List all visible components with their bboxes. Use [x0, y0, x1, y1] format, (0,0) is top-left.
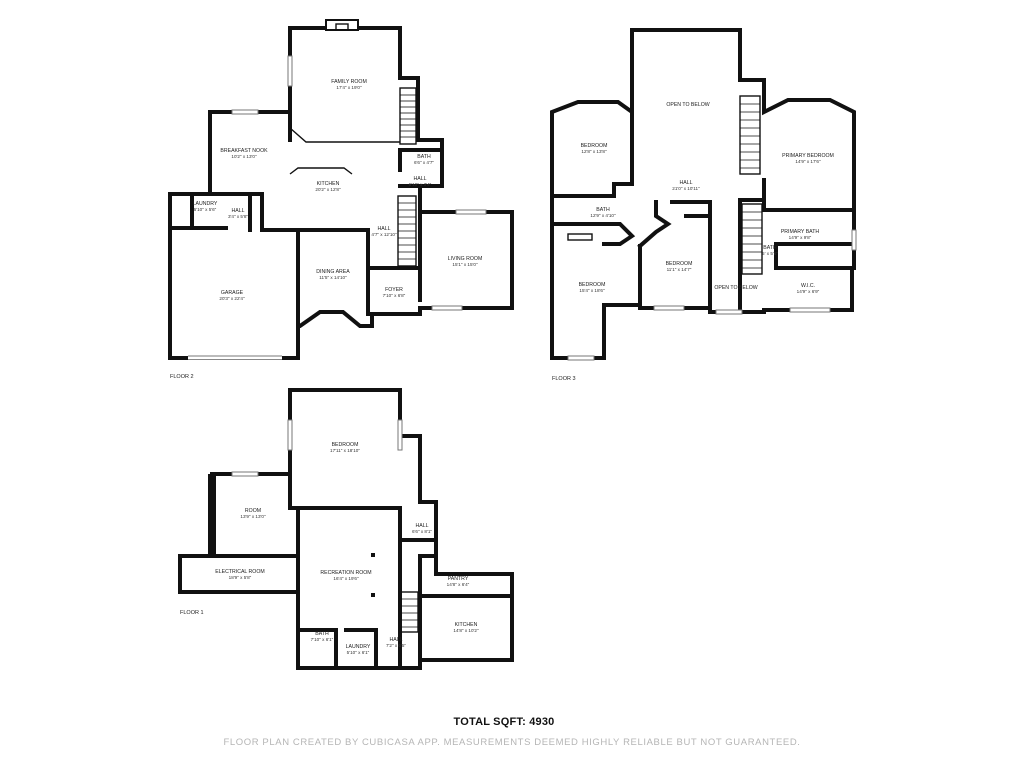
room-dims: 5'10" x 6'1" — [347, 650, 370, 655]
room-name: PANTRY — [448, 576, 469, 582]
room-dims: 11'1" x 14'7" — [667, 267, 692, 272]
room-name: BATH — [763, 245, 777, 251]
room-name: LIVING ROOM — [448, 256, 483, 262]
room-name: RECREATION ROOM — [320, 570, 371, 576]
room-name: BEDROOM — [579, 282, 606, 288]
room-dims: 11'5" x 14'10" — [319, 275, 347, 280]
total-sqft: TOTAL SQFT: 4930 — [453, 716, 555, 728]
room-dims: 6'10" x 5'6" — [194, 207, 217, 212]
room-dims: 10'2" x 13'0" — [231, 154, 257, 159]
room-dims: 12'8" x 13'8" — [581, 149, 607, 154]
room-name: OPEN TO BELOW — [666, 102, 709, 108]
room-dims: 7'10" x 6'1" — [311, 637, 334, 642]
room-dims: 12'9" x 4'10" — [590, 213, 616, 218]
room-name: BREAKFAST NOOK — [220, 148, 268, 154]
floor-3-plan: FLOOR 3 OPEN TO BELOW BEDROOM 12'8" x 13… — [550, 28, 857, 382]
room-name: BATH — [596, 207, 610, 213]
room-dims: 7'2" x 6'5" — [386, 643, 406, 648]
room-name: ELECTRICAL ROOM — [215, 569, 264, 575]
room-dims: 20'2" x 12'8" — [315, 187, 341, 192]
disclaimer-text: FLOOR PLAN CREATED BY CUBICASA APP. MEAS… — [223, 737, 801, 748]
room-name: KITCHEN — [317, 181, 340, 187]
room-dims: 14'8" x 10'2" — [453, 628, 479, 633]
room-dims: 13'9" x 13'0" — [240, 514, 266, 519]
room-name: FAMILY ROOM — [331, 79, 367, 85]
room-dims: 6'6" x 4'7" — [414, 160, 434, 165]
room-dims: 7'10" x 6'8" — [383, 293, 406, 298]
room-dims: 14'9" x 9'8" — [789, 235, 812, 240]
floor-2-label: FLOOR 2 — [170, 374, 194, 380]
room-name: OPEN TO BELOW — [714, 285, 757, 291]
room-dims: 6'10" x 3'4" — [409, 182, 432, 187]
room-dims: 6'6" x 8'1" — [412, 529, 432, 534]
room-dims: 14'8" x 6'4" — [447, 582, 470, 587]
stairs-3 — [739, 95, 761, 175]
room-name: KITCHEN — [455, 622, 478, 628]
room-dims: 21'0" x 10'11" — [672, 186, 700, 191]
room-name: BATH — [315, 631, 329, 637]
room-dims: 17'4" x 19'0" — [336, 85, 362, 90]
room-dims: 16'4" x 19'6" — [333, 576, 359, 581]
room-dims: 20'3" x 22'4" — [219, 296, 245, 301]
room-name: HALL — [416, 523, 429, 529]
room-name: HALL — [414, 176, 427, 182]
room-dims: 15'4" x 18'6" — [579, 288, 605, 293]
room-name: GARAGE — [221, 290, 244, 296]
room-dims: 14'9" x 6'9" — [797, 289, 820, 294]
room-name: HALL — [390, 637, 403, 643]
room-name: BEDROOM — [666, 261, 693, 267]
room-dims: 18'9" x 5'8" — [229, 575, 252, 580]
room-name: BATH — [417, 154, 431, 160]
room-name: BEDROOM — [332, 442, 359, 448]
room-name: DINING AREA — [316, 269, 350, 275]
room-name: ROOM — [245, 508, 261, 514]
room-name: FOYER — [385, 287, 403, 293]
room-dims: 14'9" x 17'6" — [795, 159, 821, 164]
stairs-5 — [399, 591, 419, 633]
room-name: LAUNDRY — [193, 201, 218, 207]
room-dims: 5' x 5'6" — [762, 251, 778, 256]
room-name: LAUNDRY — [346, 644, 371, 650]
room-name: HALL — [232, 208, 245, 214]
room-name: PRIMARY BATH — [781, 229, 820, 235]
floor-3-label: FLOOR 3 — [552, 376, 576, 382]
floor-1-label: FLOOR 1 — [180, 610, 204, 616]
stairs-2 — [397, 195, 417, 267]
room-name: HALL — [680, 180, 693, 186]
room-dims: 3'4" x 5'8" — [228, 214, 248, 219]
room-dims: 15'1" x 15'0" — [452, 262, 478, 267]
stairs-1 — [399, 87, 417, 145]
room-name: HALL — [378, 226, 391, 232]
room-name: PRIMARY BEDROOM — [782, 153, 834, 159]
floor-2-plan: FLOOR 2 FAMILY ROOM 17'4" x 19'0" BREAKF… — [168, 19, 514, 380]
stairs-4 — [741, 203, 763, 275]
room-name: W.I.C. — [801, 283, 815, 289]
room-dims: 17'11" x 18'10" — [330, 448, 360, 453]
floor-1-plan: FLOOR 1 BEDROOM 17'11" x 18'10" ROOM 13'… — [178, 388, 514, 670]
room-name: BEDROOM — [581, 143, 608, 149]
room-dims: 4'7" x 12'10" — [371, 232, 397, 237]
